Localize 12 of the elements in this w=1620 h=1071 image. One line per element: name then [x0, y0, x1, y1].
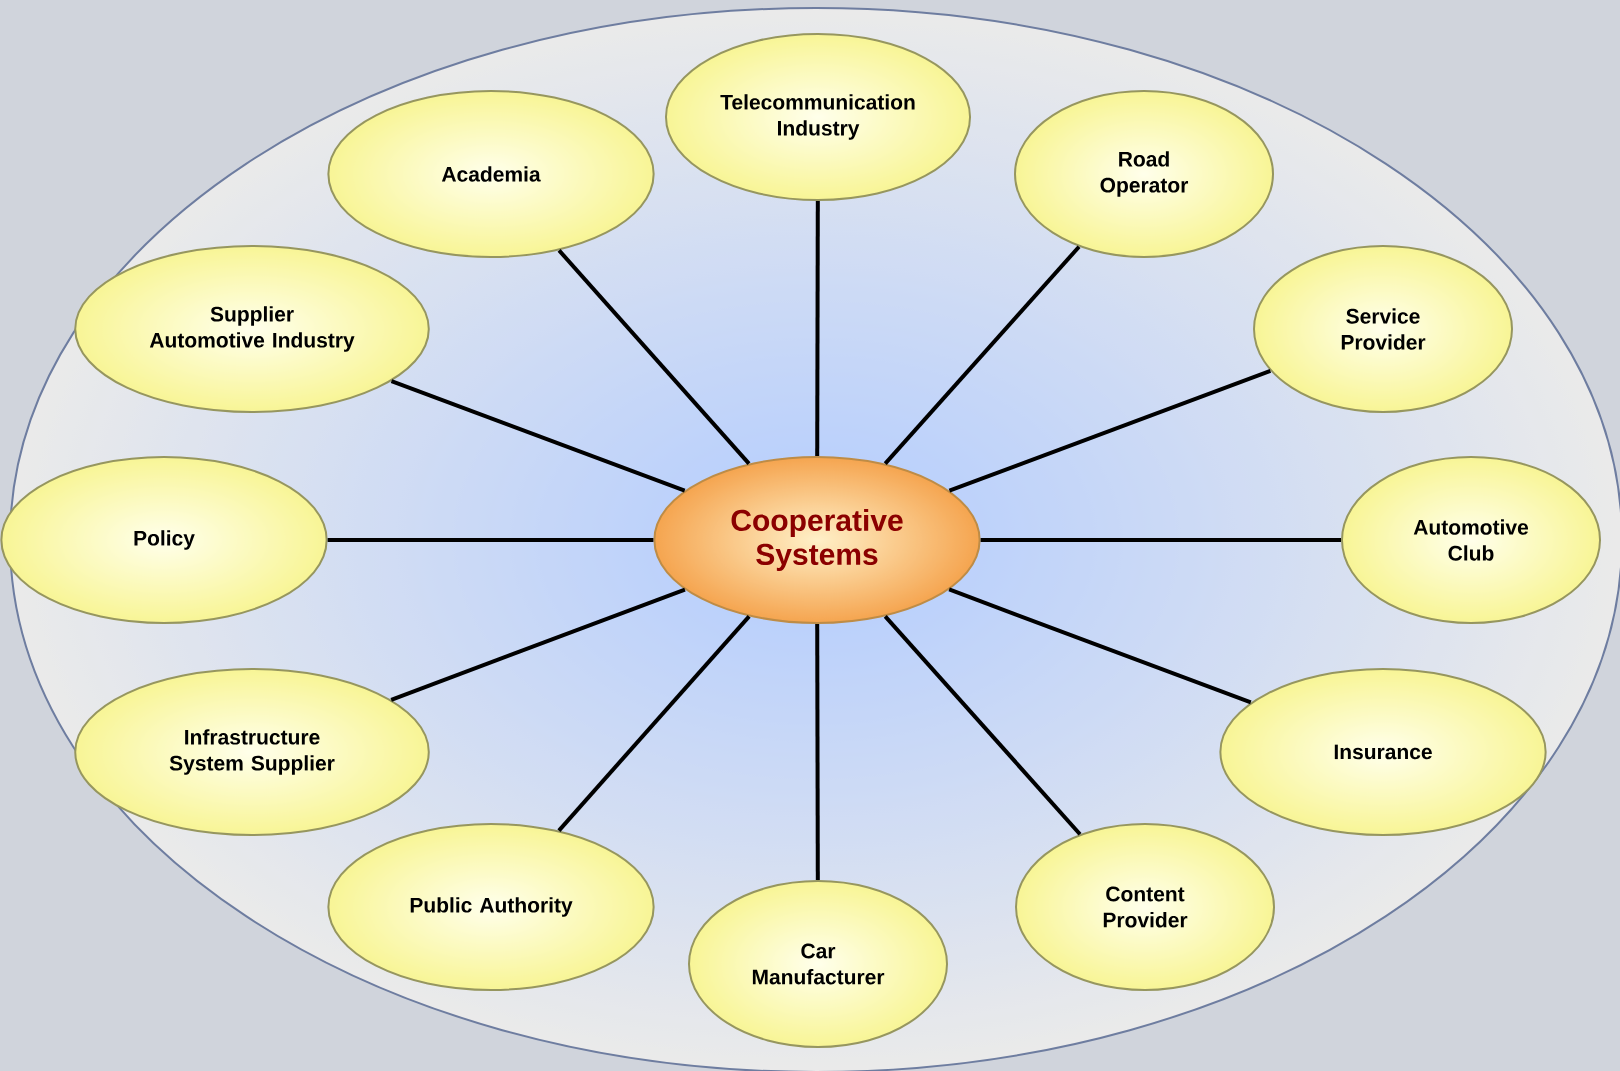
connector-line: [557, 249, 751, 465]
connector-line: [390, 379, 686, 493]
connector-line: [327, 538, 654, 542]
connector-line: [557, 615, 751, 832]
connector-line: [883, 245, 1081, 465]
connector-line: [815, 201, 820, 456]
connector-line: [390, 587, 686, 702]
connector-line: [980, 538, 1341, 542]
connector-line: [948, 587, 1252, 705]
connector-line: [815, 624, 820, 880]
connector-line: [948, 369, 1272, 493]
connector-line: [883, 615, 1082, 836]
